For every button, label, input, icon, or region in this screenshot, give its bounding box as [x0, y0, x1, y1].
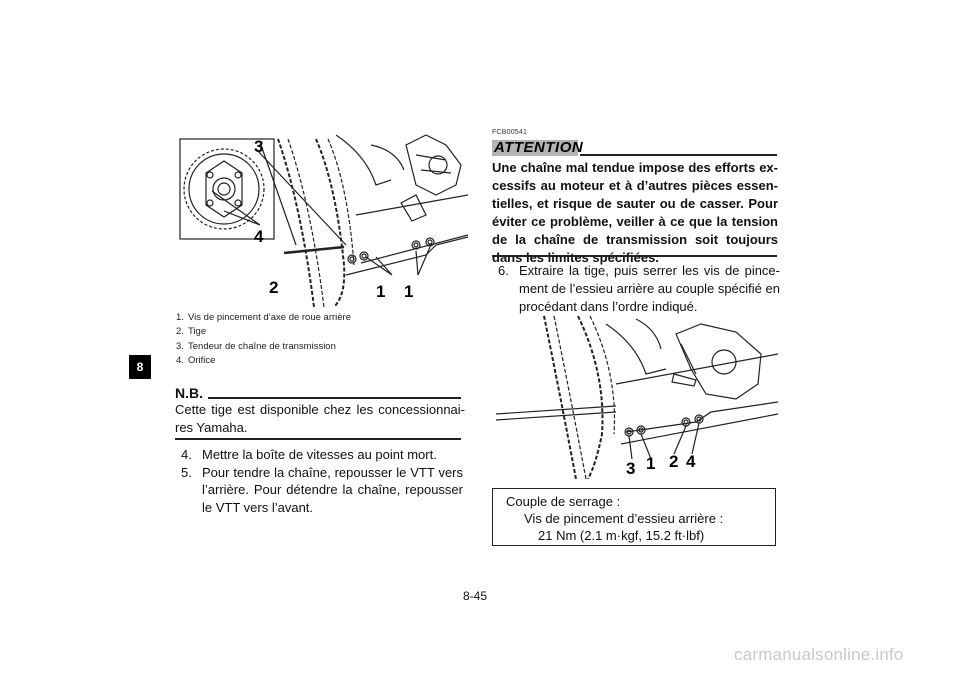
callout-1b: 1: [404, 282, 413, 301]
attention-body: Une chaîne mal tendue impose des efforts…: [492, 160, 778, 265]
note-body: Cette tige est disponible chez les conce…: [175, 402, 465, 435]
page-number: 8-45: [463, 589, 488, 603]
note-title: N.B.: [175, 385, 203, 401]
callout-3: 3: [626, 459, 635, 478]
step-item: 4.Mettre la boîte de vitesses au point m…: [181, 447, 437, 462]
chain-tension-illustration: 3 4 2 1 1: [179, 134, 468, 307]
caption-item: 1.Vis de pincement d’axe de roue arrière: [176, 312, 352, 323]
note-rule-top: [208, 397, 461, 399]
callout-1: 1: [646, 454, 655, 473]
chapter-tab: 8: [129, 355, 151, 379]
axle-bolts-illustration: 3 1 2 4: [496, 315, 778, 479]
attention-label: ATTENTION: [494, 139, 584, 156]
attention-banner: [492, 140, 578, 156]
step-item: 6.Extraire la tige, puis serrer les vis …: [498, 263, 780, 314]
watermark: carmanualsonline.info: [734, 645, 904, 664]
callout-1a: 1: [376, 282, 385, 301]
torque-item: Vis de pincement d’essieu arrière :: [524, 511, 724, 526]
callout-3: 3: [254, 137, 263, 156]
callout-4: 4: [254, 227, 264, 246]
caption-item: 4.Orifice: [176, 355, 216, 367]
callout-2: 2: [269, 278, 278, 297]
callout-4: 4: [686, 452, 696, 471]
caption-item: 3.Tendeur de chaîne de transmission: [176, 340, 336, 352]
figure-captions: 1.Vis de pincement d’axe de roue arrière…: [176, 311, 466, 369]
attention-rule-bottom: [492, 255, 777, 257]
attention-code: FCB00541: [492, 129, 528, 136]
torque-spec-box: Couple de serrage : Vis de pincement d’e…: [492, 488, 776, 546]
torque-title: Couple de serrage :: [506, 494, 621, 509]
step-item: 5.Pour tendre la chaîne, repousser le VT…: [181, 464, 463, 515]
callout-2: 2: [669, 452, 678, 471]
note-rule-bottom: [175, 438, 461, 440]
caption-item: 2.Tige: [176, 326, 207, 338]
torque-value: 21 Nm (2.1 m·kgf, 15.2 ft·lbf): [538, 528, 705, 543]
steps-right: 6.Extraire la tige, puis serrer les vis …: [498, 262, 780, 316]
attention-rule-top: [580, 154, 777, 156]
steps-left: 4.Mettre la boîte de vitesses au point m…: [181, 446, 463, 516]
